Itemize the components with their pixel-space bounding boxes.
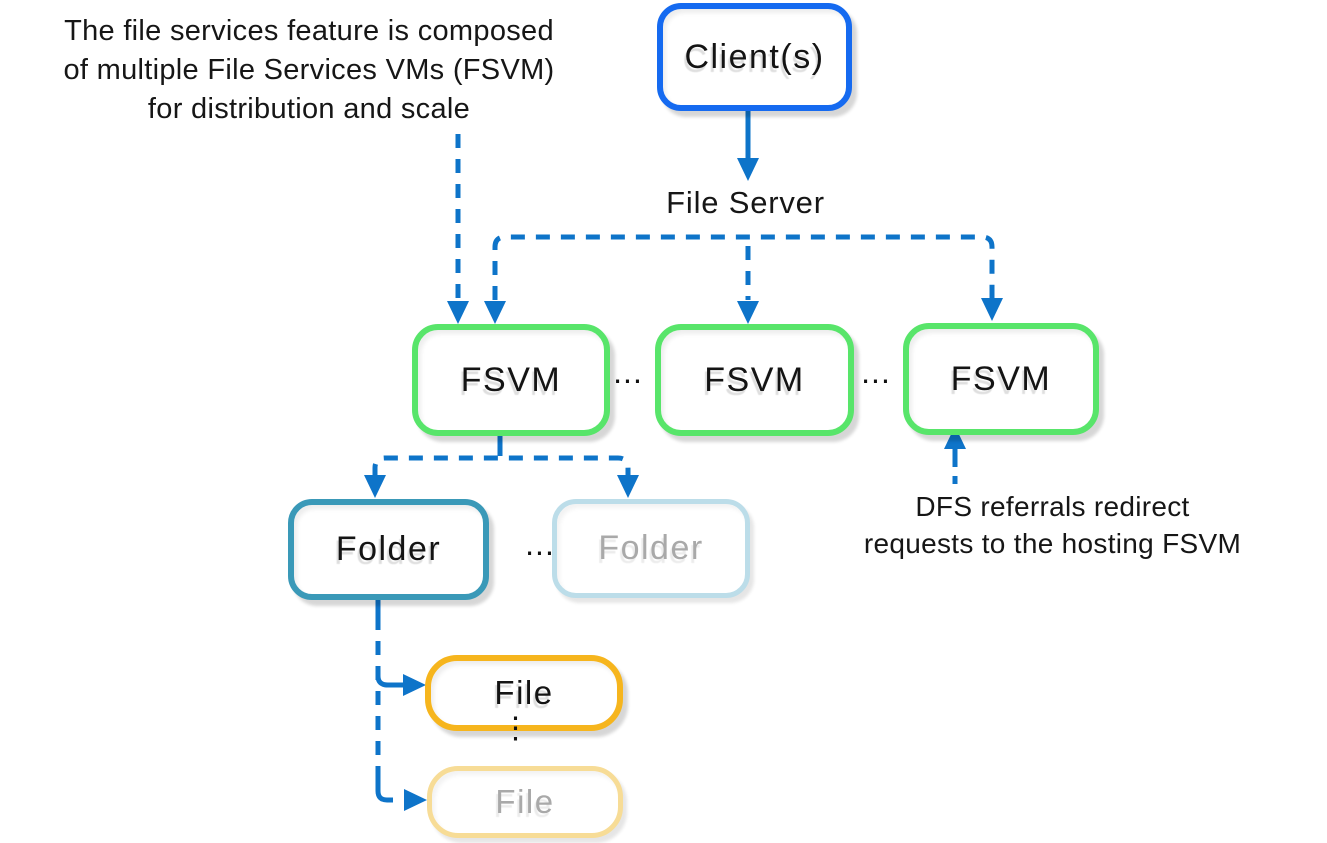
- bus-to-fsvm1-arrowhead: [484, 301, 506, 324]
- file-node: File: [425, 655, 623, 731]
- dfs-referral-arrowhead: [944, 426, 966, 449]
- client-node-label: Client(s): [684, 37, 825, 76]
- folder-node-faded: Folder: [552, 499, 750, 598]
- file-node-faded-label: File: [495, 783, 555, 820]
- folder-node: Folder: [288, 499, 489, 600]
- branch-to-folder2-arrowhead: [617, 475, 639, 498]
- fsvm-node-1-label: FSVM: [460, 360, 562, 399]
- file-node-label: File: [494, 674, 554, 711]
- left-annotation-line2: of multiple File Services VMs (FSVM): [63, 54, 555, 86]
- fsvm-ellipsis-2: ...: [861, 354, 891, 390]
- files-vertical-ellipsis: ⋮: [500, 712, 532, 745]
- folder-node-label: Folder: [335, 530, 442, 568]
- client-to-fileserver-arrowhead: [737, 158, 759, 181]
- bus-to-fsvm3-arrowhead: [981, 298, 1003, 321]
- fsvm-node-1: FSVM: [412, 324, 610, 436]
- client-node: Client(s): [657, 3, 852, 111]
- fsvm-node-3: FSVM: [903, 323, 1099, 435]
- fileserver-distribution-bus: [492, 234, 995, 300]
- left-annotation-line1: The file services feature is composed: [64, 15, 554, 47]
- file-node-faded: File: [427, 766, 623, 838]
- fsvm-node-2-label: FSVM: [704, 360, 805, 399]
- annotation-to-fsvm1-arrowhead: [447, 301, 469, 324]
- fsvm-node-2: FSVM: [655, 324, 854, 436]
- left-annotation-line3: for distribution and scale: [147, 93, 471, 125]
- folder-node-faded-label: Folder: [598, 529, 704, 567]
- elbow-to-file1: [375, 666, 405, 688]
- folder-ellipsis: ...: [525, 526, 555, 562]
- fsvm-ellipsis-1: ...: [613, 354, 643, 390]
- elbow-to-file1-arrowhead: [403, 674, 426, 696]
- dfs-annotation-line2: requests to the hosting FSVM: [863, 528, 1242, 559]
- left-annotation: The file services feature is composed of…: [0, 12, 618, 129]
- fsvm-node-3-label: FSVM: [950, 359, 1052, 398]
- elbow-to-file2: [375, 780, 393, 803]
- fsvm1-to-folders-branch: [372, 455, 631, 478]
- dfs-annotation: DFS referrals redirect requests to the h…: [795, 488, 1310, 562]
- elbow-to-file2-arrowhead: [404, 789, 427, 811]
- branch-to-folder1-arrowhead: [364, 475, 386, 498]
- dfs-annotation-line1: DFS referrals redirect: [915, 491, 1190, 522]
- file-server-label: File Server: [666, 185, 825, 220]
- bus-to-fsvm2-arrowhead: [737, 301, 759, 324]
